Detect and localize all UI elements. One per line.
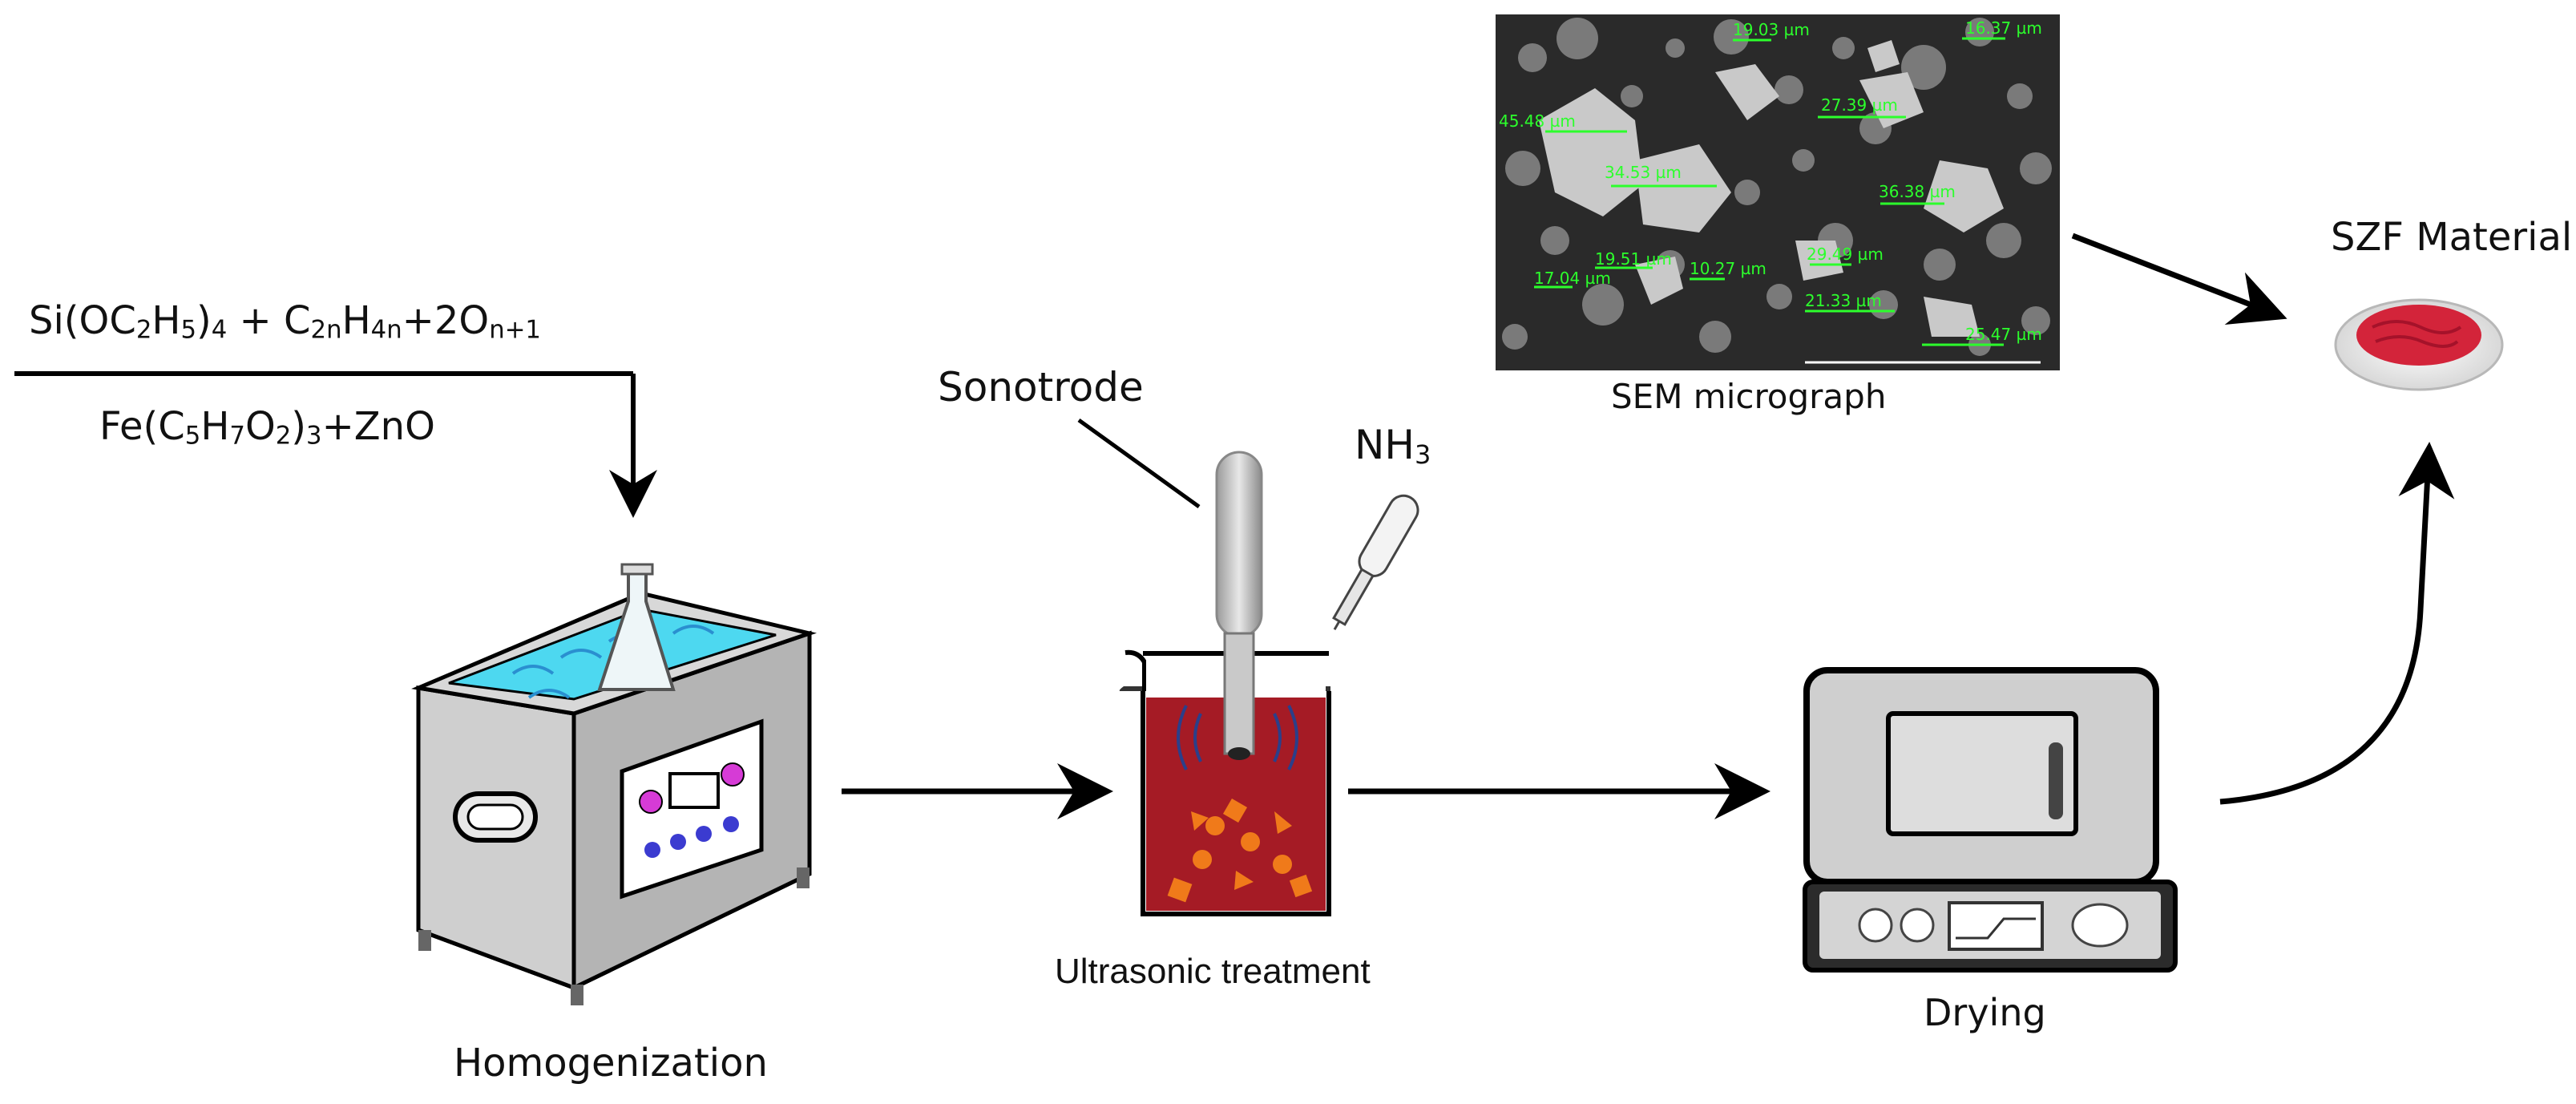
arrow-sem-to-szf <box>2071 233 2287 325</box>
reactant-formula-top: Si(OC2H5)4 + C2nH4n+2On+1 <box>29 298 541 345</box>
drying-label: Drying <box>1924 991 2046 1034</box>
sem-size-label: 45.48 µm <box>1499 111 1576 131</box>
sem-size-label: 25.47 µm <box>1965 325 2042 344</box>
sem-size-label: 29.49 µm <box>1807 245 1884 264</box>
szf-material-label: SZF Material <box>2331 215 2573 260</box>
sem-size-label: 36.38 µm <box>1879 182 1956 201</box>
homogenization-label: Homogenization <box>454 1041 768 1086</box>
sem-size-labels: 19.03 µm 16.37 µm 45.48 µm 27.39 µm 34.5… <box>1499 18 2042 344</box>
drying-oven-icon <box>1803 667 2178 973</box>
nh3-label: NH3 <box>1355 422 1431 470</box>
sem-micrograph-label: SEM micrograph <box>1611 377 1887 416</box>
reactant-formula-bottom: Fe(C5H7O2)3+ZnO <box>99 404 435 451</box>
sem-size-label: 21.33 µm <box>1805 291 1882 310</box>
sem-size-label: 27.39 µm <box>1821 95 1898 115</box>
ultrasonic-beaker-icon <box>1119 451 1419 916</box>
sem-micrograph-image <box>1496 14 2060 370</box>
szf-material-plate-icon <box>2334 298 2504 391</box>
sem-size-label: 10.27 µm <box>1690 259 1766 278</box>
reactant-feed-arrow <box>14 371 657 518</box>
sem-size-label: 34.53 µm <box>1605 163 1682 182</box>
sem-size-label: 17.04 µm <box>1534 269 1611 288</box>
sonotrode-pointer <box>1077 418 1201 509</box>
arrow-to-szf-from-drying <box>2219 442 2455 805</box>
sem-size-label: 16.37 µm <box>1965 18 2042 38</box>
homogenizer-bath-icon <box>411 563 818 1005</box>
sem-size-label: 19.51 µm <box>1595 249 1672 269</box>
sem-size-label: 19.03 µm <box>1733 20 1810 39</box>
sonotrode-label: Sonotrode <box>938 364 1144 410</box>
ultrasonic-treatment-label: Ultrasonic treatment <box>1055 952 1371 991</box>
